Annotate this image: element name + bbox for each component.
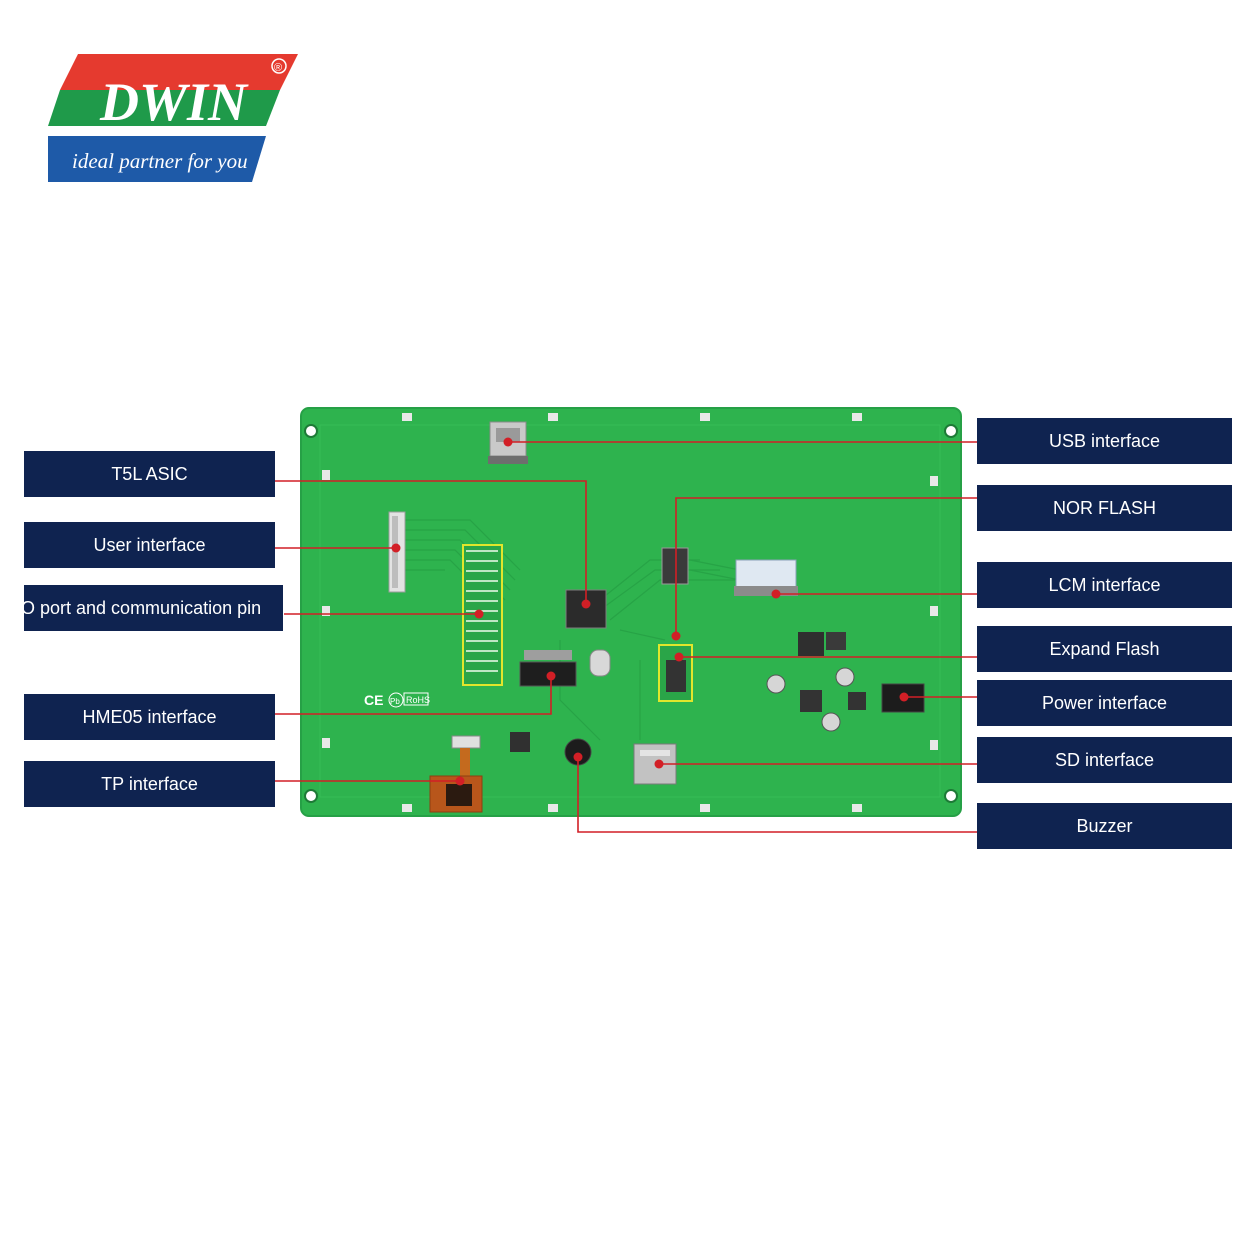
rohs-mark: RoHS <box>406 695 430 705</box>
label-lcm-interface: LCM interface <box>977 562 1232 608</box>
logo-wordmark: DWIN <box>99 72 249 132</box>
label-sd-interface: SD interface <box>977 737 1232 783</box>
label-user-interface: User interface <box>24 522 275 568</box>
registered-mark: ® <box>274 62 282 74</box>
ce-mark: CE <box>364 692 383 708</box>
label-expand-flash: Expand Flash <box>977 626 1232 672</box>
dwin-logo: DWIN ideal partner for you ® <box>48 54 298 182</box>
label-power-interface: Power interface <box>977 680 1232 726</box>
label-tp-interface: TP interface <box>24 761 275 807</box>
logo-tagline: ideal partner for you <box>72 149 248 173</box>
label-io-port: IO port and communication pin <box>24 585 283 631</box>
label-usb-interface: USB interface <box>977 418 1232 464</box>
label-t5l-asic: T5L ASIC <box>24 451 275 497</box>
label-hme05-interface: HME05 interface <box>24 694 275 740</box>
label-buzzer: Buzzer <box>977 803 1232 849</box>
label-nor-flash: NOR FLASH <box>977 485 1232 531</box>
pb-mark: Pb <box>390 697 400 706</box>
